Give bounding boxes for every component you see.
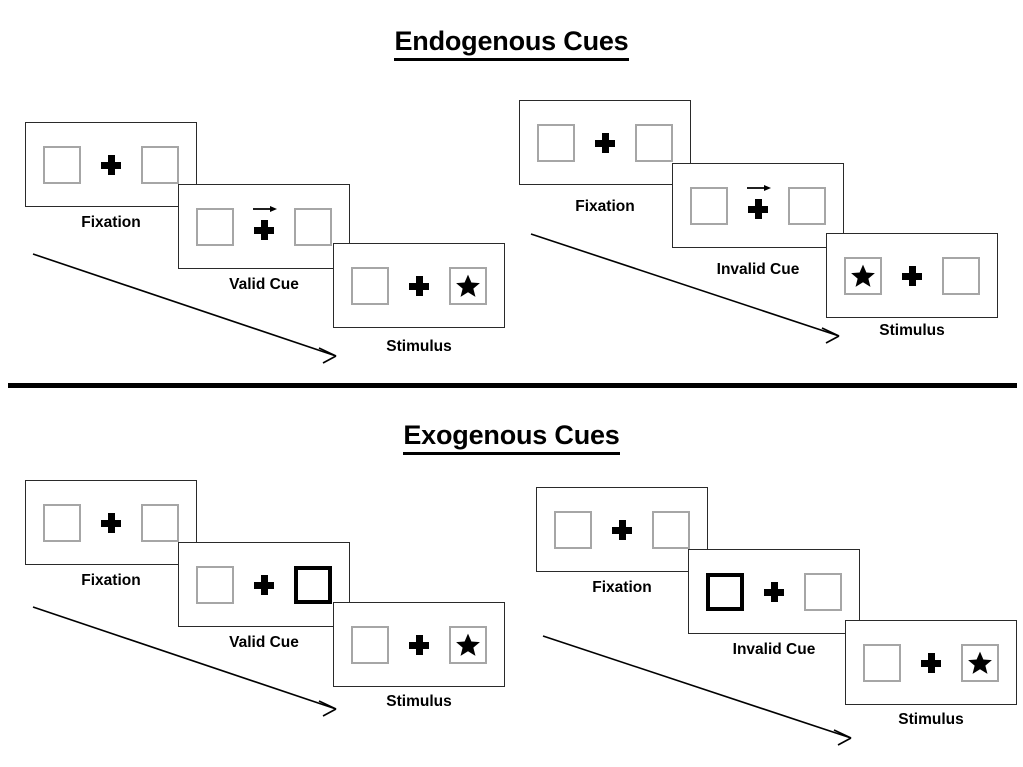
endogenous-valid-stimulus-caption: Stimulus <box>386 338 452 355</box>
right-target-box <box>449 625 487 664</box>
right-placeholder-box <box>141 503 179 542</box>
diagonal-arrow-icon <box>32 606 337 717</box>
left-cued-box <box>706 572 744 611</box>
endogenous-section: Endogenous Cues Fixation <box>0 26 1023 364</box>
plus-icon <box>254 219 274 240</box>
exogenous-invalid-cue-caption: Invalid Cue <box>732 641 816 658</box>
star-icon <box>456 633 480 656</box>
endogenous-valid-fixation-caption: Fixation <box>81 214 141 231</box>
left-placeholder-box <box>43 145 81 184</box>
left-placeholder-box <box>196 565 234 604</box>
right-placeholder-box <box>652 510 690 549</box>
plus-icon <box>612 519 632 540</box>
left-placeholder-box <box>690 186 728 225</box>
exogenous-valid-fixation-caption: Fixation <box>81 572 141 589</box>
right-cued-box <box>294 565 332 604</box>
star-icon <box>851 264 875 287</box>
right-placeholder-box <box>788 186 826 225</box>
diagonal-arrow-icon <box>32 253 337 364</box>
endogenous-invalid-cue-panel <box>672 163 844 248</box>
section-divider <box>8 383 1017 388</box>
exogenous-invalid-stimulus-caption: Stimulus <box>898 711 964 728</box>
star-icon <box>456 274 480 297</box>
endogenous-invalid-stimulus-caption: Stimulus <box>879 322 945 339</box>
endogenous-invalid-fixation-caption: Fixation <box>575 198 635 215</box>
endogenous-invalid-fixation-panel <box>519 100 691 185</box>
plus-icon <box>595 132 615 153</box>
exogenous-valid-stimulus-panel <box>333 602 505 687</box>
plus-icon <box>101 154 121 175</box>
exogenous-invalid-fixation-caption: Fixation <box>592 579 652 596</box>
left-placeholder-box <box>351 625 389 664</box>
arrow-right-icon <box>253 205 277 212</box>
exogenous-invalid-cue-panel <box>688 549 860 634</box>
endogenous-valid-cue-panel <box>178 184 350 269</box>
left-placeholder-box <box>537 123 575 162</box>
exogenous-invalid-fixation-panel <box>536 487 708 572</box>
plus-icon <box>409 634 429 655</box>
central-arrow-cue <box>253 205 277 240</box>
exogenous-valid-fixation-panel <box>25 480 197 565</box>
central-arrow-cue <box>747 184 771 219</box>
exogenous-title-text: Exogenous Cues <box>403 420 620 455</box>
endogenous-invalid-cue-caption: Invalid Cue <box>716 261 800 278</box>
endogenous-valid-fixation-panel <box>25 122 197 207</box>
diagonal-arrow-icon <box>542 635 852 746</box>
endogenous-valid-cue-caption: Valid Cue <box>229 276 299 293</box>
exogenous-valid-stimulus-caption: Stimulus <box>386 693 452 710</box>
right-target-box <box>961 643 999 682</box>
left-target-box <box>844 256 882 295</box>
exogenous-section-title: Exogenous Cues <box>0 420 1023 455</box>
exogenous-valid-cue-panel <box>178 542 350 627</box>
left-placeholder-box <box>351 266 389 305</box>
left-placeholder-box <box>554 510 592 549</box>
exogenous-valid-cue-caption: Valid Cue <box>229 634 299 651</box>
right-placeholder-box <box>804 572 842 611</box>
right-placeholder-box <box>294 207 332 246</box>
endogenous-valid-stimulus-panel <box>333 243 505 328</box>
plus-icon <box>764 581 784 602</box>
star-icon <box>968 651 992 674</box>
arrow-right-icon <box>747 184 771 191</box>
plus-icon <box>902 265 922 286</box>
plus-icon <box>254 574 274 595</box>
right-placeholder-box <box>942 256 980 295</box>
endogenous-title-text: Endogenous Cues <box>394 26 629 61</box>
endogenous-invalid-stimulus-panel <box>826 233 998 318</box>
plus-icon <box>748 198 768 219</box>
right-placeholder-box <box>635 123 673 162</box>
right-placeholder-box <box>141 145 179 184</box>
plus-icon <box>101 512 121 533</box>
left-placeholder-box <box>43 503 81 542</box>
plus-icon <box>409 275 429 296</box>
endogenous-section-title: Endogenous Cues <box>0 26 1023 61</box>
diagonal-arrow-icon <box>530 233 840 344</box>
right-target-box <box>449 266 487 305</box>
exogenous-invalid-stimulus-panel <box>845 620 1017 705</box>
left-placeholder-box <box>196 207 234 246</box>
left-placeholder-box <box>863 643 901 682</box>
plus-icon <box>921 652 941 673</box>
exogenous-section: Exogenous Cues Fixation Valid Cue <box>0 390 1023 767</box>
